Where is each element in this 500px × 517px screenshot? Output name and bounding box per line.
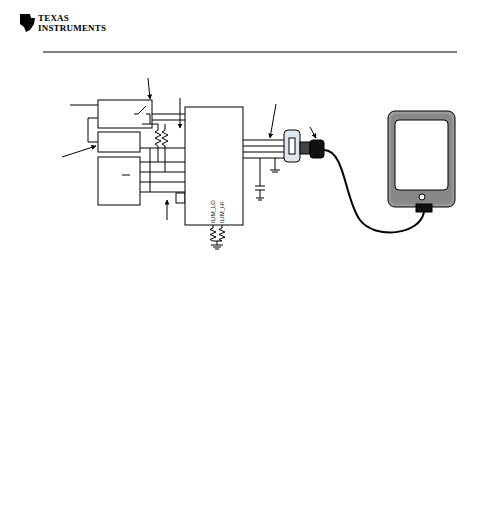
home-button bbox=[419, 194, 425, 200]
processor-box bbox=[98, 157, 140, 205]
ground-symbol bbox=[213, 247, 221, 248]
capacitor-symbol bbox=[255, 186, 265, 187]
switch-symbol bbox=[146, 114, 150, 115]
usb-plug bbox=[300, 142, 310, 154]
leader-line bbox=[310, 127, 316, 138]
switch-symbol bbox=[134, 114, 138, 115]
header-rule bbox=[43, 52, 457, 53]
wire bbox=[275, 158, 276, 170]
wire bbox=[140, 162, 185, 163]
tablet-screen bbox=[395, 120, 448, 190]
wire bbox=[158, 146, 159, 162]
ti-logo-mark bbox=[20, 14, 35, 32]
leader-line bbox=[167, 200, 168, 220]
usb-charge-controller-ic bbox=[185, 107, 243, 225]
resistor-symbol bbox=[210, 228, 216, 241]
pin-box bbox=[176, 193, 185, 203]
wire bbox=[243, 146, 287, 147]
ground-symbol bbox=[270, 170, 280, 171]
usb-receptacle bbox=[284, 130, 300, 162]
ground-symbol bbox=[256, 198, 264, 199]
wire bbox=[165, 146, 166, 172]
tablet-device bbox=[391, 114, 452, 204]
wire bbox=[222, 225, 223, 228]
wire bbox=[122, 175, 130, 176]
wire bbox=[213, 225, 214, 228]
wire bbox=[140, 182, 185, 183]
ground-symbol bbox=[258, 200, 262, 201]
wire bbox=[150, 148, 151, 192]
wire bbox=[260, 158, 261, 186]
wire bbox=[158, 124, 159, 130]
leader-line bbox=[180, 98, 181, 128]
usb-plug bbox=[310, 140, 324, 158]
logo-text: INSTRUMENTS bbox=[38, 24, 106, 33]
wire bbox=[243, 158, 287, 159]
wire bbox=[243, 140, 287, 141]
leader-line bbox=[148, 78, 150, 99]
resistor-symbol bbox=[162, 130, 168, 146]
wire bbox=[140, 172, 185, 173]
dock-plug bbox=[416, 204, 432, 212]
switch-symbol bbox=[150, 114, 151, 124]
resistor-symbol bbox=[219, 228, 225, 241]
wire bbox=[88, 118, 89, 142]
wire bbox=[140, 192, 185, 193]
switch-symbol bbox=[142, 124, 158, 125]
ground-symbol bbox=[215, 249, 219, 250]
switch-symbol bbox=[138, 106, 146, 114]
wire bbox=[165, 124, 166, 130]
leader-line bbox=[270, 104, 276, 138]
wire bbox=[260, 190, 261, 198]
wire bbox=[88, 118, 98, 119]
wire bbox=[140, 148, 185, 149]
resistor-symbol bbox=[155, 130, 161, 146]
wire bbox=[217, 241, 218, 245]
wire bbox=[243, 152, 287, 153]
pin-name: ILIM_LO bbox=[210, 200, 216, 223]
usb-receptacle bbox=[289, 138, 295, 154]
ground-symbol bbox=[211, 245, 223, 246]
leader-line bbox=[62, 146, 96, 157]
ground-symbol bbox=[272, 172, 278, 173]
pin-name: ILIM_HI bbox=[219, 202, 225, 223]
tablet-device bbox=[388, 111, 455, 207]
wire bbox=[70, 105, 98, 106]
logo-text: TEXAS bbox=[38, 14, 69, 23]
wire bbox=[88, 142, 98, 143]
controller-box bbox=[98, 132, 140, 152]
